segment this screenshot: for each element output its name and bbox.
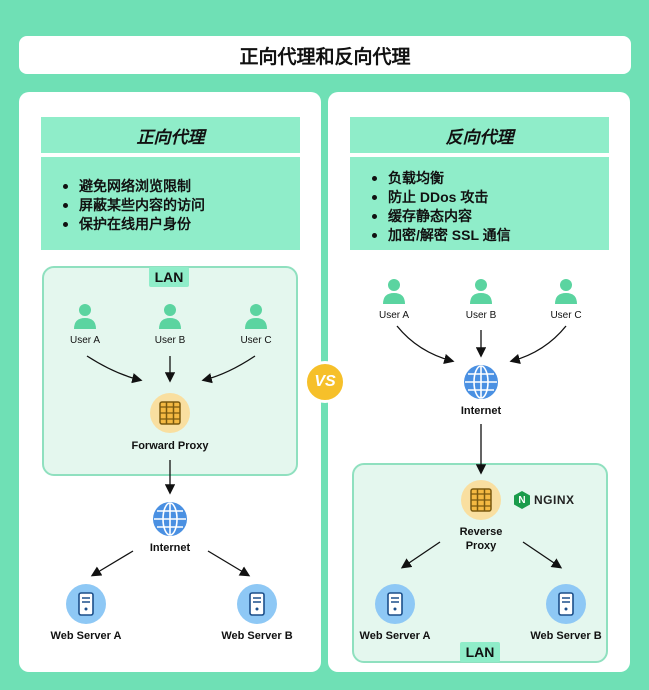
vs-badge: VS xyxy=(304,361,346,403)
globe-icon xyxy=(463,364,499,400)
bullet-item: 屏蔽某些内容的访问 xyxy=(63,196,300,215)
right-web-server-a: Web Server A xyxy=(345,584,445,642)
forward-proxy-node: Forward Proxy xyxy=(120,393,220,452)
internet-label: Internet xyxy=(460,405,502,417)
proxy-label-line1: Reverse xyxy=(459,526,503,538)
server-label: Web Server B xyxy=(221,630,293,642)
right-user-c: User C xyxy=(544,278,588,321)
user-icon xyxy=(469,278,493,304)
server-icon xyxy=(375,584,415,624)
nginx-icon: N xyxy=(514,491,530,509)
user-label: User C xyxy=(550,310,582,321)
reverse-proxy-heading: 反向代理 xyxy=(350,117,609,153)
left-user-b: User B xyxy=(148,303,192,346)
forward-proxy-bullets: 避免网络浏览限制 屏蔽某些内容的访问 保护在线用户身份 xyxy=(41,157,300,250)
user-label: User C xyxy=(240,335,272,346)
server-label: Web Server A xyxy=(359,630,431,642)
reverse-proxy-bullets: 负载均衡 防止 DDos 攻击 缓存静态内容 加密/解密 SSL 通信 xyxy=(350,157,609,250)
left-user-c: User C xyxy=(234,303,278,346)
bullet-item: 负载均衡 xyxy=(372,169,609,188)
proxy-server-icon xyxy=(461,480,501,520)
user-label: User A xyxy=(378,310,409,321)
left-lan-label: LAN xyxy=(149,267,189,287)
page-title: 正向代理和反向代理 xyxy=(19,36,631,74)
right-user-b: User B xyxy=(459,278,503,321)
bullet-item: 缓存静态内容 xyxy=(372,207,609,226)
server-icon xyxy=(66,584,106,624)
nginx-label: NGINX xyxy=(534,493,575,507)
user-icon xyxy=(382,278,406,304)
proxy-label-line2: Proxy xyxy=(465,540,497,552)
server-icon xyxy=(237,584,277,624)
right-web-server-b: Web Server B xyxy=(516,584,616,642)
bullet-item: 避免网络浏览限制 xyxy=(63,177,300,196)
user-icon xyxy=(158,303,182,329)
user-label: User B xyxy=(465,310,497,321)
right-lan-label: LAN xyxy=(460,642,500,662)
left-web-server-b: Web Server B xyxy=(207,584,307,642)
proxy-server-icon xyxy=(150,393,190,433)
server-label: Web Server A xyxy=(50,630,122,642)
user-label: User A xyxy=(69,335,100,346)
proxy-label: Forward Proxy xyxy=(131,440,209,452)
bullet-item: 加密/解密 SSL 通信 xyxy=(372,226,609,245)
left-web-server-a: Web Server A xyxy=(36,584,136,642)
user-icon xyxy=(73,303,97,329)
server-icon xyxy=(546,584,586,624)
right-user-a: User A xyxy=(372,278,416,321)
forward-proxy-heading: 正向代理 xyxy=(41,117,300,153)
left-user-a: User A xyxy=(63,303,107,346)
globe-icon xyxy=(152,501,188,537)
nginx-logo: N NGINX xyxy=(514,491,575,509)
user-label: User B xyxy=(154,335,186,346)
right-internet-node: Internet xyxy=(446,364,516,417)
user-icon xyxy=(244,303,268,329)
bullet-item: 防止 DDos 攻击 xyxy=(372,188,609,207)
left-internet-node: Internet xyxy=(135,501,205,554)
user-icon xyxy=(554,278,578,304)
reverse-proxy-node: Reverse Proxy xyxy=(441,480,521,552)
internet-label: Internet xyxy=(149,542,191,554)
server-label: Web Server B xyxy=(530,630,602,642)
bullet-item: 保护在线用户身份 xyxy=(63,215,300,234)
